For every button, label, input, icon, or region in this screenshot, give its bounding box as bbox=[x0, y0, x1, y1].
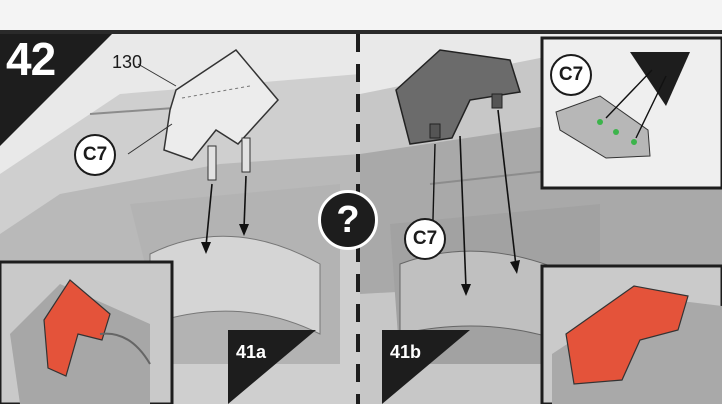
previous-step-strip bbox=[0, 0, 722, 30]
question-mark-icon: ? bbox=[318, 190, 378, 250]
reference-label-right: 41b bbox=[390, 342, 421, 363]
part-callout-left: C7 bbox=[74, 134, 116, 176]
bottom-left-inset-illustration bbox=[0, 262, 172, 404]
part-callout-inset: C7 bbox=[550, 54, 592, 96]
reference-label-left: 41a bbox=[236, 342, 266, 363]
part-callout-right: C7 bbox=[404, 218, 446, 260]
bottom-right-inset-illustration bbox=[542, 266, 722, 404]
part-number-label: 130 bbox=[112, 52, 142, 73]
step-number: 42 bbox=[6, 36, 55, 82]
